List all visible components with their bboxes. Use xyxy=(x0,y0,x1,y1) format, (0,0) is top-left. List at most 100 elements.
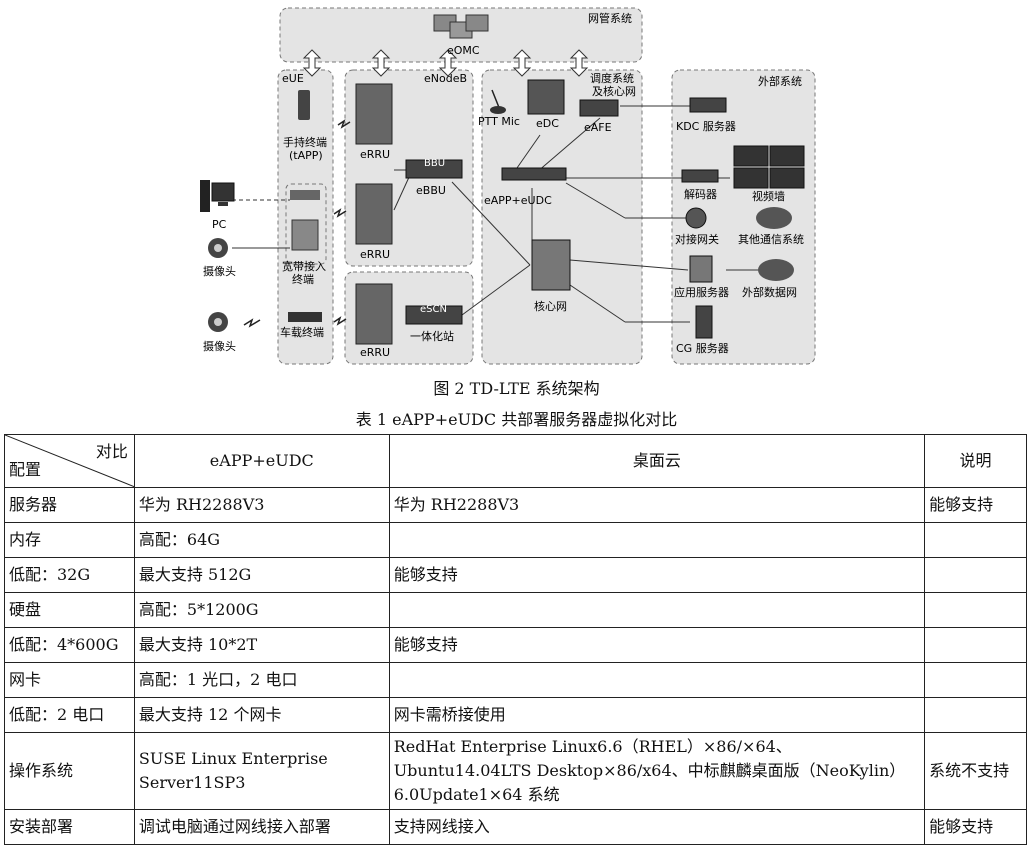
ebbu-label: eBBU xyxy=(416,184,446,197)
cg-label: CG 服务器 xyxy=(676,342,729,355)
corner-header-cell: 对比 配置 xyxy=(4,434,135,488)
column-header: 桌面云 xyxy=(388,434,926,488)
table-row: 服务器 华为 RH2288V3 华为 RH2288V3 能够支持 xyxy=(4,487,1027,523)
table-cell: 低配：32G xyxy=(4,557,135,593)
corner-bottom-label: 配置 xyxy=(9,460,42,479)
gateway-icon xyxy=(685,207,707,229)
table-cell: 网卡需桥接使用 xyxy=(388,697,926,733)
wireless-link-2 xyxy=(333,208,347,218)
eafe-icon xyxy=(579,99,619,117)
table-cell: 高配：64G xyxy=(133,522,390,558)
errru-icon xyxy=(355,183,393,245)
decoder-icon xyxy=(681,169,719,183)
table-row: 网卡 高配：1 光口，2 电口 xyxy=(4,662,1027,698)
gateway-label: 对接网关 xyxy=(675,232,719,246)
table-cell: 系统不支持 xyxy=(924,732,1027,810)
camera2-label: 摄像头 xyxy=(203,339,236,353)
table-cell: 低配：2 电口 xyxy=(4,697,135,733)
videowall-label: 视频墙 xyxy=(752,189,785,203)
errru3-label: eRRU xyxy=(360,346,390,359)
errru-icon xyxy=(355,283,393,345)
escn-icon xyxy=(405,305,463,325)
nms-label: 网管系统 xyxy=(588,11,632,25)
corner-top-label: 对比 xyxy=(95,442,128,461)
errru-icon xyxy=(355,83,393,145)
ptt-mic-icon xyxy=(490,89,506,114)
decoder-label: 解码器 xyxy=(684,187,717,201)
column-header: 说明 xyxy=(924,434,1027,488)
table-cell: 高配：5*1200G xyxy=(133,592,390,628)
ptt-label: PTT Mic xyxy=(478,115,520,128)
arrow-enb-nms xyxy=(371,49,391,77)
integrated-label: 一体化站 xyxy=(410,329,454,343)
table-cell: SUSE Linux Enterprise Server11SP3 xyxy=(133,732,390,810)
eapp-label: eAPP+eUDC xyxy=(484,194,552,207)
kdc-icon xyxy=(689,97,727,113)
table-cell xyxy=(388,662,926,698)
arrow-core-nms xyxy=(512,49,532,77)
pc-label: PC xyxy=(212,218,227,231)
camera-icon xyxy=(208,312,228,332)
wireless-link-4 xyxy=(333,316,347,326)
camera-icon xyxy=(208,238,228,258)
table-cell xyxy=(924,592,1027,628)
bbu-box-label: BBU xyxy=(424,158,445,169)
eapp-icon xyxy=(501,167,567,181)
othercomm-label: 其他通信系统 xyxy=(738,233,804,246)
broadband-label-2: 终端 xyxy=(292,272,314,286)
table-cell: 最大支持 512G xyxy=(133,557,390,593)
table-cell xyxy=(924,662,1027,698)
column-header: eAPP+eUDC xyxy=(133,434,390,488)
errru1-label: eRRU xyxy=(360,148,390,161)
table-cell: 最大支持 12 个网卡 xyxy=(133,697,390,733)
table-cell: 支持网线接入 xyxy=(388,809,926,845)
table-caption: 表 1 eAPP+eUDC 共部署服务器虚拟化对比 xyxy=(355,410,678,429)
pc-icon xyxy=(200,180,235,212)
comparison-table: 对比 配置 eAPP+eUDC 桌面云 说明 服务器 华为 RH2288V3 华… xyxy=(4,434,1027,845)
cg-server-icon xyxy=(695,305,713,339)
eue-label: eUE xyxy=(282,72,304,85)
eomc-icon xyxy=(433,14,489,39)
handheld-label-2: (tAPP) xyxy=(289,149,323,162)
broadband-icon xyxy=(291,219,319,251)
table-cell xyxy=(924,697,1027,733)
arrow-enb2-nms xyxy=(438,49,458,77)
table-row: 操作系统 SUSE Linux Enterprise Server11SP3 R… xyxy=(4,732,1027,810)
table-cell: 内存 xyxy=(4,522,135,558)
architecture-diagram: 网管系统 eUE eNodeB 调度系统 及核心网 外部系统 eOMC xyxy=(200,7,816,365)
table-cell: 华为 RH2288V3 xyxy=(133,487,390,523)
wireless-link-1 xyxy=(337,119,351,129)
camera1-label: 摄像头 xyxy=(203,264,236,278)
broadband-top-icon xyxy=(290,190,320,200)
table-row: 低配：2 电口 最大支持 12 个网卡 网卡需桥接使用 xyxy=(4,697,1027,733)
broadband-label-1: 宽带接入 xyxy=(282,259,326,273)
figure-caption: 图 2 TD-LTE 系统架构 xyxy=(433,379,600,398)
table-header-row: 对比 配置 eAPP+eUDC 桌面云 说明 xyxy=(4,434,1027,488)
table-cell: 安装部署 xyxy=(4,809,135,845)
vehicle-label: 车载终端 xyxy=(280,325,324,339)
videowall-icon xyxy=(733,145,805,189)
dispatch-label-2: 及核心网 xyxy=(592,84,636,98)
table-cell xyxy=(924,627,1027,663)
table-cell: 硬盘 xyxy=(4,592,135,628)
cloud-icon xyxy=(756,207,792,229)
edc-label: eDC xyxy=(536,117,559,130)
bbu-icon xyxy=(405,159,463,179)
handheld-label-1: 手持终端 xyxy=(283,135,327,149)
table-row: 安装部署 调试电脑通过网线接入部署 支持网线接入 能够支持 xyxy=(4,809,1027,845)
table-cell: RedHat Enterprise Linux6.6（RHEL）×86/×64、… xyxy=(388,732,926,810)
escn-box-label: eSCN xyxy=(420,304,447,315)
appserver-label: 应用服务器 xyxy=(674,285,729,299)
table-row: 低配：4*600G 最大支持 10*2T 能够支持 xyxy=(4,627,1027,663)
table-cell: 能够支持 xyxy=(388,627,926,663)
table-cell: 操作系统 xyxy=(4,732,135,810)
errru2-label: eRRU xyxy=(360,248,390,261)
external-label: 外部系统 xyxy=(758,74,802,88)
table-cell xyxy=(388,522,926,558)
core-icon xyxy=(531,239,571,291)
dispatch-region xyxy=(481,69,643,365)
vehicle-icon xyxy=(288,312,322,322)
edc-icon xyxy=(527,79,565,115)
kdc-label: KDC 服务器 xyxy=(676,120,736,133)
table-row: 内存 高配：64G xyxy=(4,522,1027,558)
